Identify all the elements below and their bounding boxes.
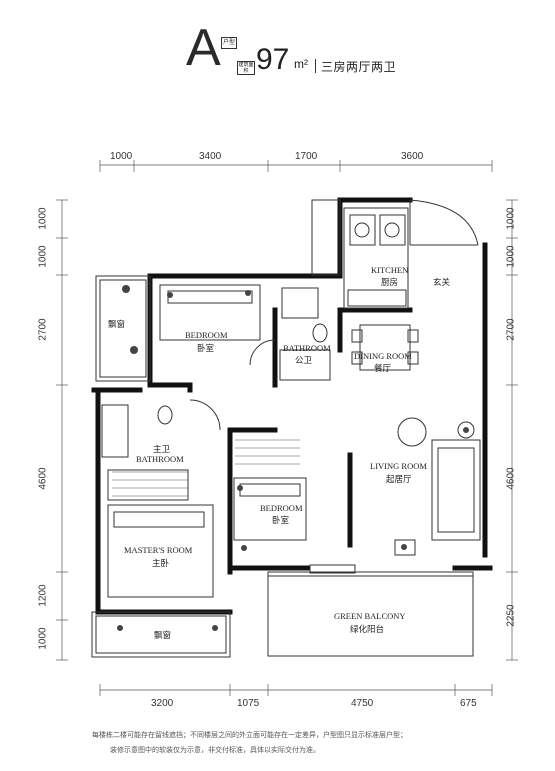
dim-left-3: 2700	[37, 318, 49, 341]
bedroom-top-label-cn: 卧室	[197, 344, 215, 354]
header-separator	[315, 59, 316, 73]
dim-left-1: 1000	[37, 207, 49, 230]
master-bathroom-label-cn: 主卫	[153, 445, 171, 455]
dim-left-2: 1000	[37, 245, 49, 268]
footnote-line-1: 每楼栋二楼可能存在留线遮挡；不同楼层之间的外立面可能存在一定差异，户型图只显示标…	[92, 731, 407, 739]
dim-left-5: 1200	[37, 584, 49, 607]
green-balcony-label-en: GREEN BALCONY	[334, 611, 406, 621]
dim-left-6: 1000	[37, 627, 49, 650]
green-balcony-label-cn: 绿化阳台	[350, 625, 385, 635]
dim-top-1: 1000	[110, 151, 133, 162]
living-room-label-en: LIVING ROOM	[370, 461, 427, 471]
top-dimension-line	[99, 160, 493, 172]
master-bathroom-label-en: BATHROOM	[136, 454, 184, 464]
dining-room-label-en: DINING ROOM	[354, 351, 412, 361]
dining-room-label-cn: 餐厅	[374, 364, 392, 374]
public-bathroom-label-en: BATHROOM	[283, 343, 331, 353]
dim-right-4: 4600	[505, 467, 517, 490]
left-dimension-line	[56, 199, 68, 661]
dim-top-3: 1700	[295, 151, 318, 162]
dim-bottom-4: 675	[460, 698, 477, 709]
dim-bottom-2: 1075	[237, 698, 260, 709]
bedroom-mid-label-en: BEDROOM	[260, 503, 303, 513]
dim-top-4: 3600	[401, 151, 424, 162]
entrance-label: 玄关	[433, 278, 451, 288]
dim-bottom-3: 4750	[351, 698, 374, 709]
bay-window-bottom-label: 飘窗	[154, 631, 172, 641]
public-bathroom-label-cn: 公卫	[295, 356, 313, 366]
master-room-label-cn: 主卧	[152, 559, 170, 569]
hatch-shading	[112, 439, 300, 497]
living-room-label-cn: 起居厅	[386, 475, 412, 485]
unit-type-letter: A	[186, 19, 221, 77]
dim-top-2: 3400	[199, 151, 222, 162]
area-value: 97	[256, 43, 290, 76]
outlines	[91, 199, 481, 658]
bottom-dimension-line	[99, 684, 493, 696]
footnote-line-2: 装修示意图中的软装仅为示意，非交付标准，具体以实际交付为准。	[110, 746, 320, 754]
plant-icons	[117, 285, 469, 631]
dim-right-5: 2250	[505, 604, 517, 627]
unit-type-tag: 户型	[221, 37, 237, 49]
bedroom-top-label-en: BEDROOM	[185, 330, 228, 340]
area-unit: m²	[294, 57, 308, 71]
area-tag: 建筑面积	[237, 61, 255, 75]
dim-right-3: 2700	[505, 318, 517, 341]
right-dimension-line	[506, 199, 518, 661]
bay-window-top-label: 飘窗	[108, 320, 126, 330]
dim-right-2: 1000	[505, 245, 517, 268]
kitchen-label-cn: 厨房	[381, 278, 399, 288]
kitchen-label-en: KITCHEN	[371, 265, 409, 275]
layout-description: 三房两厅两卫	[321, 60, 397, 74]
master-room-label-en: MASTER'S ROOM	[124, 545, 193, 555]
dim-bottom-1: 3200	[151, 698, 174, 709]
dim-right-1: 1000	[505, 207, 517, 230]
dim-left-4: 4600	[37, 467, 49, 490]
bedroom-mid-label-cn: 卧室	[272, 516, 290, 526]
